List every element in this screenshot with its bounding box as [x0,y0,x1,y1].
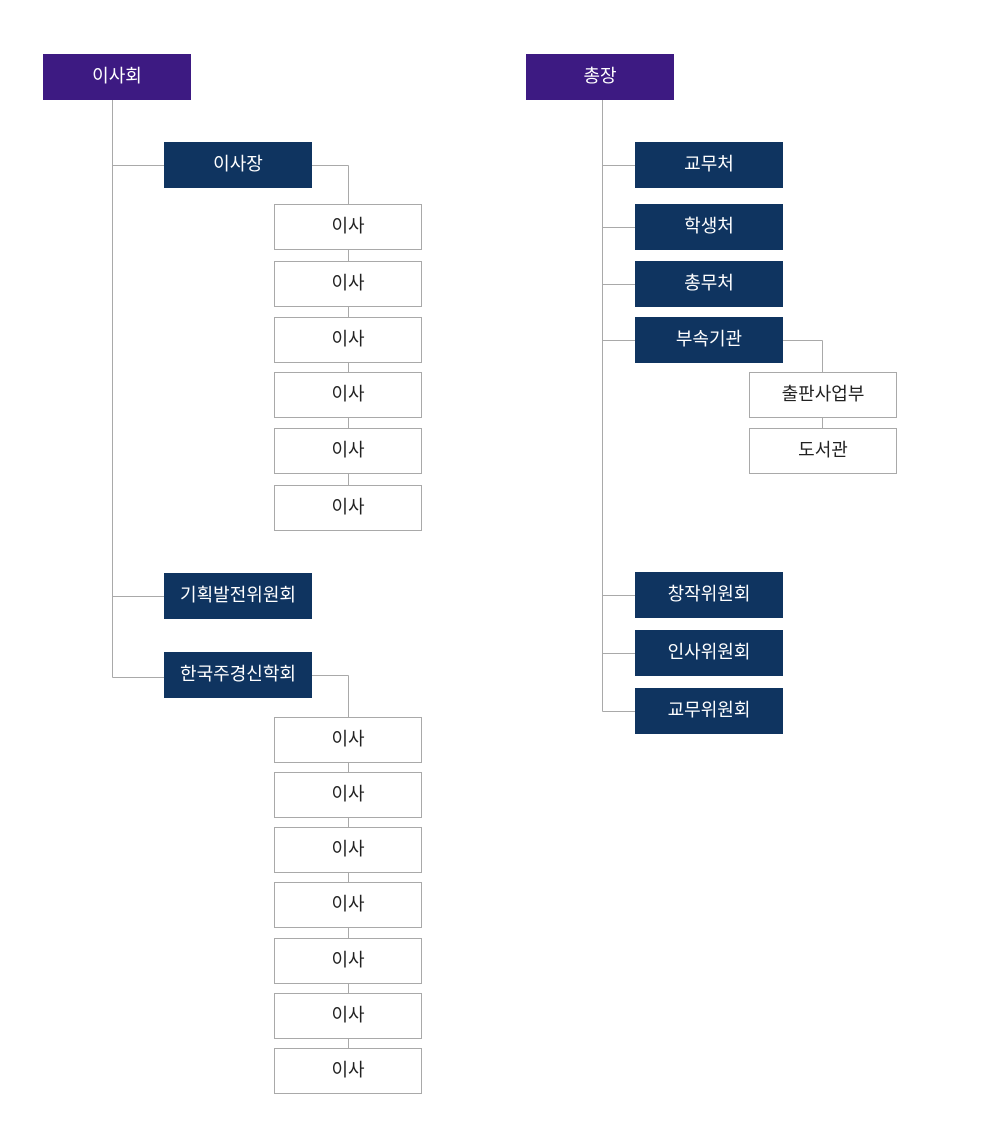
society-director-7: 이사 [274,1048,422,1094]
theology-society: 한국주경신학회 [164,652,312,698]
library: 도서관 [749,428,897,474]
planning-committee: 기획발전위원회 [164,573,312,619]
student-affairs-office: 학생처 [635,204,783,250]
board-chair: 이사장 [164,142,312,188]
general-affairs-office: 총무처 [635,261,783,307]
academic-affairs-office: 교무처 [635,142,783,188]
society-director-6: 이사 [274,993,422,1039]
chair-director-4: 이사 [274,372,422,418]
chair-director-2: 이사 [274,261,422,307]
society-director-4: 이사 [274,882,422,928]
society-director-5: 이사 [274,938,422,984]
personnel-committee: 인사위원회 [635,630,783,676]
board-of-directors: 이사회 [43,54,191,100]
chair-director-6: 이사 [274,485,422,531]
chair-director-5: 이사 [274,428,422,474]
president: 총장 [526,54,674,100]
society-director-3: 이사 [274,827,422,873]
society-director-2: 이사 [274,772,422,818]
chair-director-3: 이사 [274,317,422,363]
academic-committee: 교무위원회 [635,688,783,734]
chair-director-1: 이사 [274,204,422,250]
creative-committee: 창작위원회 [635,572,783,618]
publishing-department: 출판사업부 [749,372,897,418]
affiliated-institutions: 부속기관 [635,317,783,363]
society-director-1: 이사 [274,717,422,763]
